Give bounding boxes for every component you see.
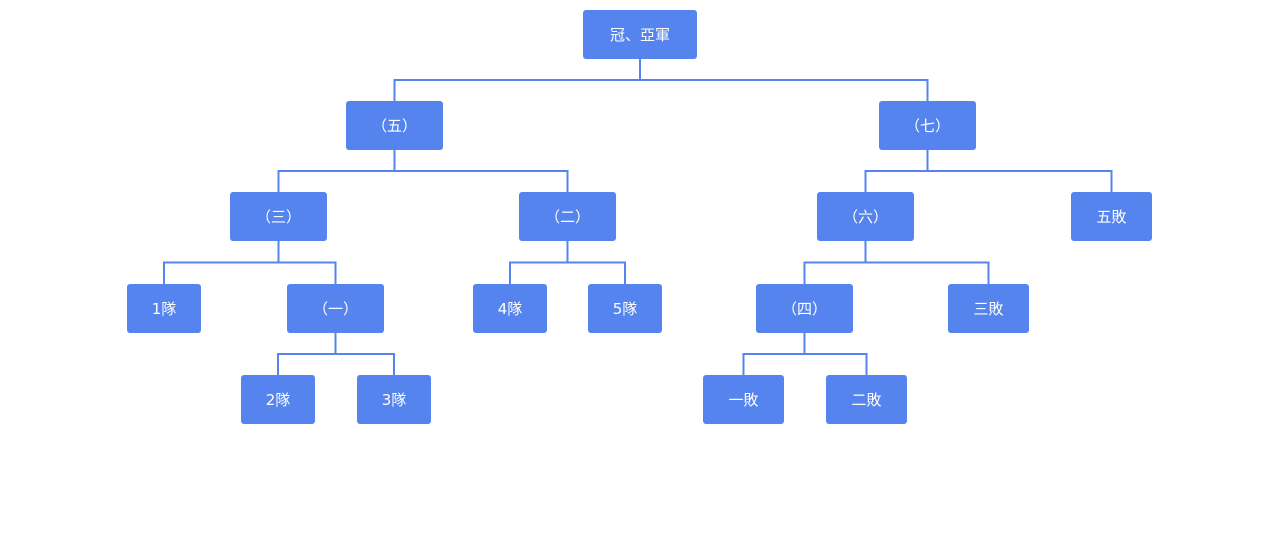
- node-l1[interactable]: 一敗: [703, 375, 784, 424]
- connector-g2-t5: [566, 241, 626, 284]
- node-l2[interactable]: 二敗: [826, 375, 907, 424]
- connector-g7-g6: [864, 150, 929, 192]
- node-t1[interactable]: 1隊: [127, 284, 201, 333]
- node-l3[interactable]: 三敗: [948, 284, 1029, 333]
- node-root[interactable]: 冠、亞軍: [583, 10, 697, 59]
- connector-root-g5: [393, 59, 641, 101]
- connector-root-g7: [639, 59, 929, 101]
- node-g3[interactable]: （三）: [230, 192, 327, 241]
- node-l5[interactable]: 五敗: [1071, 192, 1152, 241]
- connector-g6-g4: [803, 241, 867, 284]
- connector-g2-t4: [509, 241, 569, 284]
- connector-g1-t3: [334, 333, 395, 375]
- connector-g3-g1: [277, 241, 337, 284]
- node-g5[interactable]: （五）: [346, 101, 443, 150]
- node-g2[interactable]: （二）: [519, 192, 616, 241]
- connector-g1-t2: [277, 333, 337, 375]
- node-t4[interactable]: 4隊: [473, 284, 547, 333]
- node-g1[interactable]: （一）: [287, 284, 384, 333]
- connector-g4-l2: [803, 333, 868, 375]
- node-g7[interactable]: （七）: [879, 101, 976, 150]
- node-t3[interactable]: 3隊: [357, 375, 431, 424]
- connector-g7-l5: [926, 150, 1113, 192]
- node-t5[interactable]: 5隊: [588, 284, 662, 333]
- node-t2[interactable]: 2隊: [241, 375, 315, 424]
- connector-g4-l1: [742, 333, 806, 375]
- connector-g5-g2: [393, 150, 569, 192]
- connector-g3-t1: [163, 241, 280, 284]
- node-g6[interactable]: （六）: [817, 192, 914, 241]
- connector-g6-l3: [864, 241, 990, 284]
- node-g4[interactable]: （四）: [756, 284, 853, 333]
- connector-g5-g3: [277, 150, 396, 192]
